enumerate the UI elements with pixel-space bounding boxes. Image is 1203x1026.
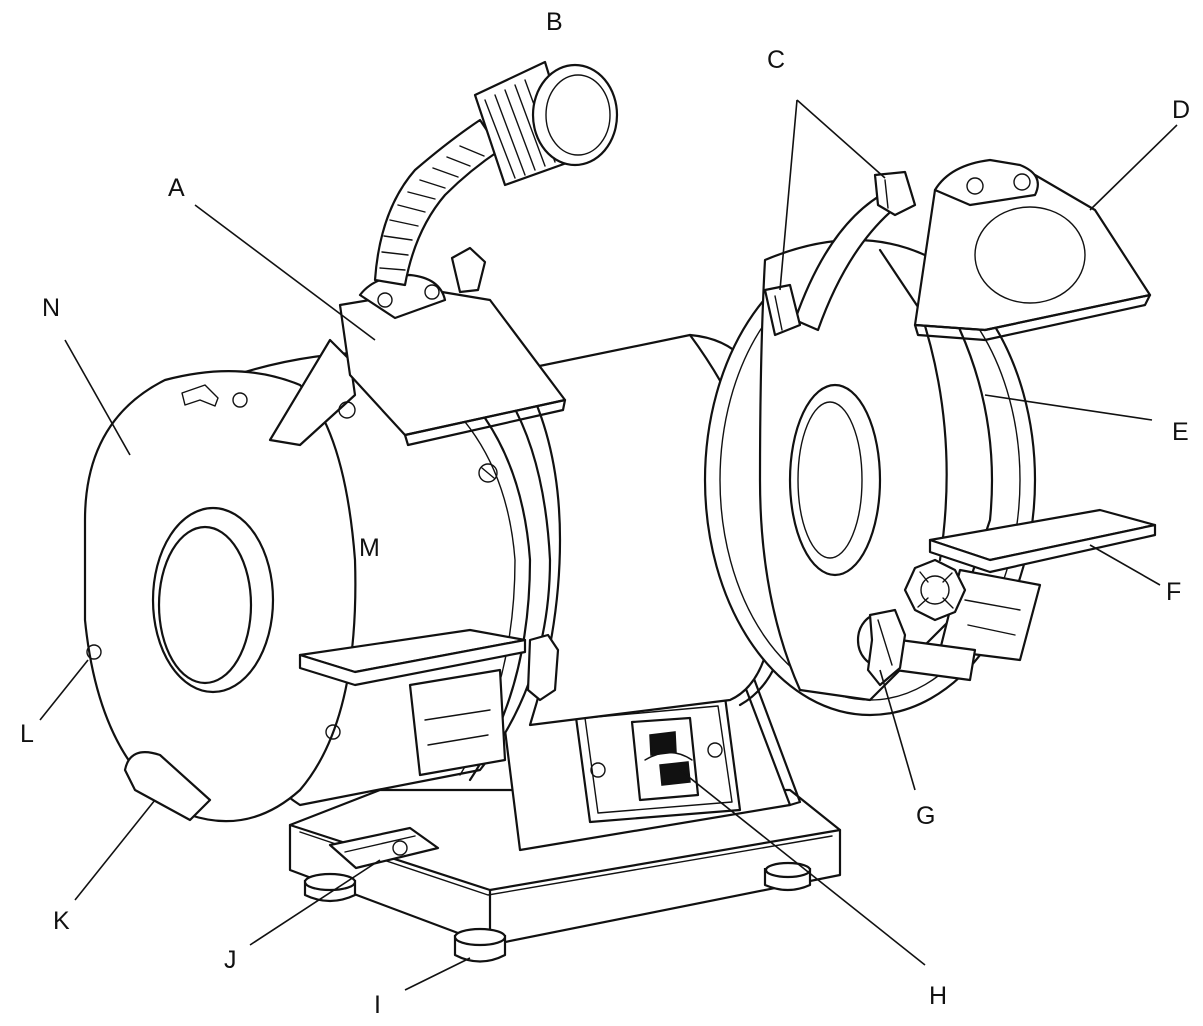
mounting-slot — [328, 826, 440, 870]
callout-G: G — [916, 802, 935, 830]
callout-E: E — [1172, 418, 1189, 446]
callout-D: D — [1172, 96, 1190, 124]
leader-J — [249, 859, 381, 946]
leader-E — [984, 394, 1153, 421]
callout-M: M — [359, 534, 380, 562]
leader-C2 — [796, 99, 886, 179]
rubber-feet — [303, 861, 812, 963]
rear-handle — [123, 751, 212, 822]
leader-K — [74, 799, 156, 901]
work-lamp — [373, 60, 619, 287]
leader-G — [879, 669, 916, 791]
leader-H — [679, 769, 926, 966]
callout-F: F — [1166, 578, 1181, 606]
adjustment-knob-lower — [763, 283, 802, 337]
right-star-knob — [903, 558, 967, 622]
leader-F — [1089, 544, 1161, 586]
leader-C1 — [779, 99, 798, 291]
callout-N: N — [42, 294, 60, 322]
right-eye-shield — [913, 158, 1152, 342]
left-tool-rest — [298, 628, 560, 777]
callout-L: L — [20, 720, 34, 748]
leader-D — [1089, 124, 1178, 211]
callout-I: I — [374, 991, 381, 1019]
callout-K: K — [53, 907, 70, 935]
callout-C: C — [767, 46, 785, 74]
callout-B: B — [546, 8, 563, 36]
leader-N — [64, 339, 131, 456]
right-spark-arrestor — [763, 170, 917, 337]
callout-H: H — [929, 982, 947, 1010]
left-eye-shield — [338, 246, 567, 447]
left-side-cover — [83, 370, 357, 823]
wing-knob — [856, 608, 907, 687]
leader-L — [39, 659, 89, 721]
callout-A: A — [168, 174, 185, 202]
leader-lines — [39, 99, 1178, 991]
power-switch — [630, 716, 700, 802]
callout-J: J — [224, 946, 237, 974]
callout-labels: A B C D E F G H I J K L M N — [20, 8, 1190, 1019]
leader-A — [194, 204, 376, 341]
leader-I — [404, 957, 471, 991]
